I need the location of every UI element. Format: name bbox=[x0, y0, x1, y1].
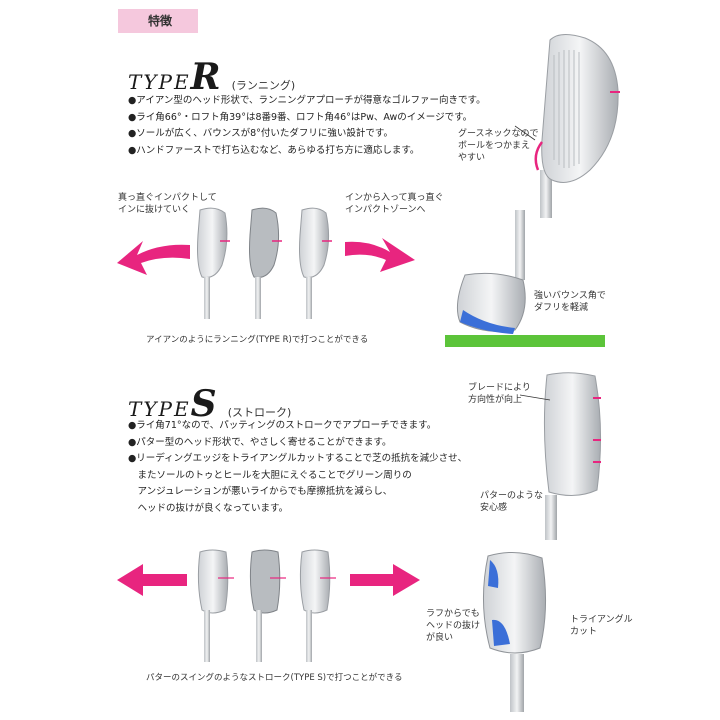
type-r-bullet: ●ハンドファーストで打ち込むなど、あらゆる打ち方に適応します。 bbox=[128, 144, 420, 156]
callout-line: ヘッドの抜け bbox=[426, 621, 481, 631]
callout-line: グースネックなので bbox=[458, 129, 539, 139]
type-s-title-word: TYPE bbox=[128, 397, 191, 421]
type-s-putter-head-illustration bbox=[543, 372, 602, 540]
type-r-club-sequence bbox=[197, 207, 332, 319]
callout-line: ボールをつかまえ bbox=[458, 141, 531, 151]
type-r-right-callout: インから入って真っ直ぐ インパクトゾーンへ bbox=[345, 192, 444, 216]
callout-line: やすい bbox=[458, 153, 486, 163]
type-r-subtitle: (ランニング) bbox=[231, 79, 296, 92]
callout-line: ダフリを軽減 bbox=[534, 303, 589, 313]
callout-line: が良い bbox=[426, 633, 454, 643]
type-r-caption: アイアンのようにランニング(TYPE R)で打つことができる bbox=[146, 335, 369, 345]
type-s-subtitle: (ストローク) bbox=[227, 406, 292, 419]
type-r-title-letter: R bbox=[190, 56, 223, 98]
type-s-bullet: ●パター型のヘッド形状で、やさしく寄せることができます。 bbox=[128, 436, 392, 448]
type-s-bullets: ●ライ角71°なので、パッティングのストロークでアプローチできます。 ●パター型… bbox=[128, 418, 467, 517]
type-r-title-word: TYPE bbox=[128, 70, 191, 94]
type-s-title-letter: S bbox=[190, 383, 219, 425]
goose-neck-callout-line bbox=[514, 125, 536, 141]
putter-head-3 bbox=[299, 549, 336, 662]
type-r-club-head-illustration bbox=[534, 34, 620, 218]
putter-head-2 bbox=[249, 549, 286, 662]
callout-line: インから入って真っ直ぐ bbox=[345, 193, 444, 203]
type-r-left-callout: 真っ直ぐインパクトして インに抜けていく bbox=[118, 192, 217, 216]
type-s-bullet: アンジュレーションが悪いライからでも摩擦抵抗を減らし、 bbox=[128, 486, 393, 497]
callout-line: インパクトゾーンへ bbox=[345, 205, 426, 215]
type-s-title: TYPES (ストローク) bbox=[128, 383, 291, 425]
type-s-sole-illustration bbox=[483, 552, 547, 712]
callout-line: 強いバウンス角で bbox=[534, 291, 606, 301]
bounce-angle-illustration bbox=[445, 210, 605, 347]
arrow-right-icon bbox=[345, 238, 415, 272]
type-r-bullet: ●ソールが広く、バウンスが8°付いたダフリに強い設計です。 bbox=[128, 128, 393, 139]
type-s-club-sequence bbox=[197, 549, 336, 662]
callout-line: 真っ直ぐインパクトして bbox=[118, 193, 217, 203]
callout-line: ラフからでも bbox=[426, 609, 480, 619]
club-head-2 bbox=[249, 207, 282, 319]
arrow-left-icon bbox=[117, 241, 190, 275]
arrow-left-icon bbox=[117, 564, 187, 596]
putter-head-1 bbox=[197, 549, 234, 662]
callout-line: インに抜けていく bbox=[118, 205, 191, 215]
type-r-title: TYPER (ランニング) bbox=[128, 56, 295, 98]
callout-line: 方向性が向上 bbox=[468, 395, 523, 405]
type-s-bullet: ●リーディングエッジをトライアングルカットすることで芝の抵抗を減少させ、 bbox=[128, 453, 468, 464]
section-tag: 特徴 bbox=[118, 9, 198, 33]
callout-line: ブレードにより bbox=[468, 383, 531, 393]
type-r-bullets: ●アイアン型のヘッド形状で、ランニングアプローチが得意なゴルファー向きです。 ●… bbox=[128, 93, 486, 159]
blade-callout: ブレードにより 方向性が向上 bbox=[468, 382, 531, 406]
rough-callout: ラフからでも ヘッドの抜け が良い bbox=[426, 608, 480, 644]
putter-feel-callout: パターのような 安心感 bbox=[480, 490, 543, 514]
type-s-bullet: ヘッドの抜けが良くなっています。 bbox=[128, 502, 289, 514]
callout-line: パターのような bbox=[480, 491, 544, 501]
club-head-1 bbox=[197, 207, 230, 319]
type-s-caption: パターのスイングのようなストローク(TYPE S)で打つことができる bbox=[146, 673, 403, 683]
type-s-bullet: ●ライ角71°なので、パッティングのストロークでアプローチできます。 bbox=[128, 420, 437, 431]
type-r-bullet: ●ライ角66°・ロフト角39°は8番9番、ロフト角46°はPw、Awのイメージで… bbox=[128, 111, 473, 123]
type-s-bullet: またソールのトゥとヒールを大胆にえぐることでグリーン周りの bbox=[128, 469, 412, 481]
arrow-right-icon bbox=[350, 564, 420, 596]
callout-line: トライアングル bbox=[570, 615, 633, 625]
goose-neck-callout: グースネックなので ボールをつかまえ やすい bbox=[458, 128, 539, 164]
type-r-bullet: ●アイアン型のヘッド形状で、ランニングアプローチが得意なゴルファー向きです。 bbox=[128, 95, 486, 106]
bounce-callout: 強いバウンス角で ダフリを軽減 bbox=[534, 290, 606, 314]
blade-callout-line bbox=[519, 394, 551, 401]
callout-line: 安心感 bbox=[480, 503, 508, 513]
club-head-3 bbox=[299, 207, 332, 319]
triangle-cut-callout: トライアングル カット bbox=[570, 614, 633, 638]
callout-line: カット bbox=[570, 627, 598, 637]
